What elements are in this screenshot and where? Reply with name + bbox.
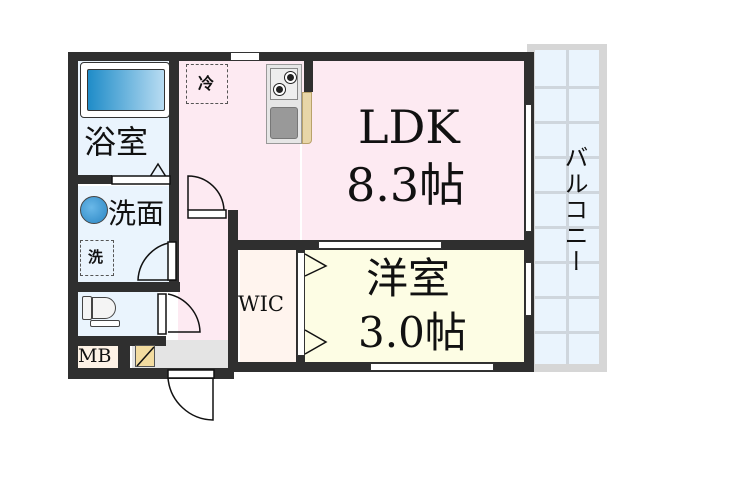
counter-top: [302, 92, 312, 144]
washer-label: 洗: [88, 248, 104, 266]
wall-wash-bottom: [68, 282, 180, 292]
western-size: 3.0帖: [358, 308, 467, 357]
washroom-label: 洗面: [108, 197, 165, 230]
window-western-south: [370, 363, 494, 371]
western-label: 洋室: [366, 254, 451, 303]
balcony-label: バルコニー: [560, 145, 588, 275]
room-mb: [78, 346, 118, 368]
window-top: [230, 52, 260, 61]
window-ldk-east: [525, 104, 532, 232]
wall-bath-bottom: [68, 175, 112, 184]
sliding-door-ldk[interactable]: [318, 241, 442, 249]
fridge-space: [186, 64, 228, 104]
wall-bottom-left: [68, 368, 234, 379]
wall-top: [68, 52, 534, 61]
kitchen-counter: [266, 64, 302, 144]
ldk-divider: [300, 144, 302, 240]
wall-hall-right: [228, 210, 238, 372]
window-western-east: [525, 262, 532, 316]
wall-bath-right: [169, 52, 179, 284]
sink-icon: [270, 107, 298, 139]
washer-space: [80, 240, 114, 276]
wic-door[interactable]: [297, 252, 305, 356]
stove-icon: [270, 68, 298, 100]
fridge-label: 冷: [198, 74, 215, 93]
bathtub: [80, 62, 170, 118]
room-hall: [178, 210, 233, 340]
mb-label: MB: [78, 345, 112, 367]
ldk-label: LDK: [358, 100, 460, 154]
wall-toilet-bottom: [68, 336, 166, 346]
balcony: [527, 44, 607, 372]
room-wic: [240, 250, 298, 362]
toilet-icon: [82, 296, 122, 330]
washbasin-icon: [80, 196, 108, 224]
bath-label: 浴室: [84, 123, 149, 161]
wic-label: WIC: [238, 292, 284, 316]
ldk-size: 8.3帖: [346, 158, 466, 212]
wall-left: [68, 52, 78, 379]
room-western: [305, 250, 525, 362]
wall-kitchen-stub: [304, 52, 313, 92]
wall-mb-right: [118, 336, 130, 376]
